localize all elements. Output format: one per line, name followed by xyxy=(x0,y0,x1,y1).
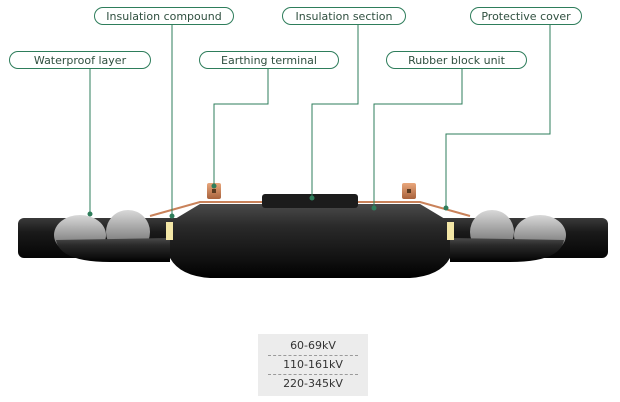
voltage-range-row: 110-161kV xyxy=(268,356,358,375)
label-earthing-terminal: Earthing terminal xyxy=(199,51,339,69)
voltage-range-row: 60-69kV xyxy=(268,337,358,356)
leader-earthing-terminal xyxy=(213,69,269,186)
insulation-compound-right xyxy=(447,222,454,240)
label-rubber-block-unit: Rubber block unit xyxy=(386,51,527,69)
leader-rubber-block-unit xyxy=(373,69,463,208)
label-insulation-compound: Insulation compound xyxy=(94,7,234,25)
copper-shield-line xyxy=(149,201,471,217)
leader-protective-cover xyxy=(445,25,551,208)
leader-insulation-section xyxy=(311,25,359,198)
insulation-compound-left xyxy=(166,222,173,240)
protective-cover-lower-left xyxy=(56,238,170,262)
insulation-section-bump xyxy=(262,194,358,208)
protective-cover-lower-right xyxy=(450,238,564,262)
joint-body xyxy=(170,204,450,278)
label-waterproof-layer: Waterproof layer xyxy=(9,51,151,69)
voltage-range-row: 220-345kV xyxy=(283,377,343,390)
label-protective-cover: Protective cover xyxy=(470,7,582,25)
voltage-range-table: 60-69kV 110-161kV 220-345kV xyxy=(258,334,368,396)
label-insulation-section: Insulation section xyxy=(282,7,406,25)
